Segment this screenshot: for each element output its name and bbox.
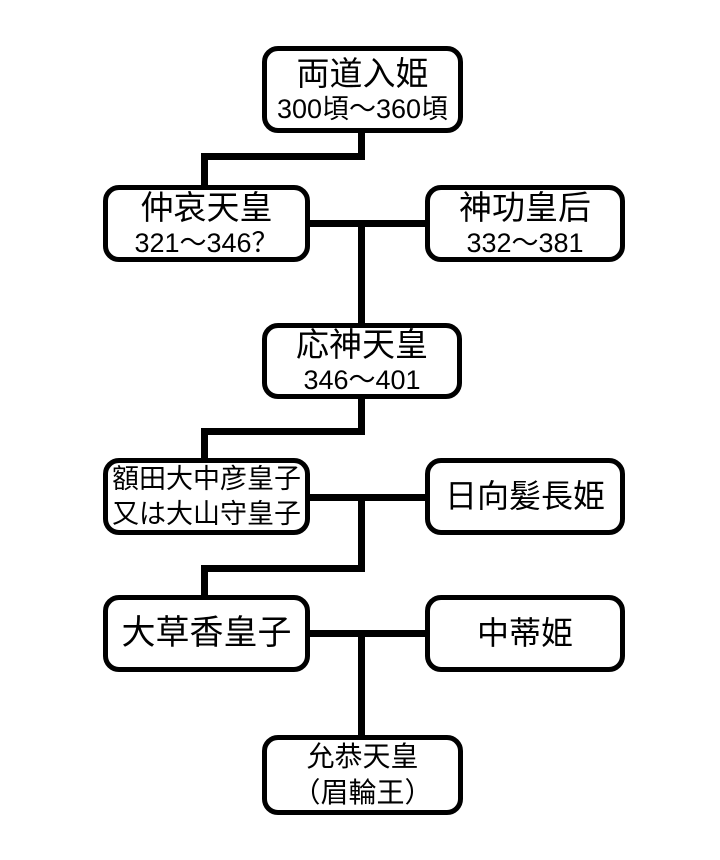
connector-drop-to-nukata [201, 428, 208, 462]
node-name: 大草香皇子 [121, 614, 292, 653]
node-nakashihime: 中蒂姫 [425, 595, 625, 672]
node-dates: 300頃～360頃 [276, 93, 449, 124]
node-name: 允恭天皇 [306, 740, 419, 772]
node-name-alt: （眉輪王） [292, 777, 433, 808]
connector-drop-to-chuai [201, 153, 208, 189]
node-name-alt: 又は大山守皇子 [112, 498, 301, 529]
connector-drop-ojin [358, 395, 365, 435]
node-ingyo-tenno: 允恭天皇 （眉輪王） [262, 735, 463, 815]
connector-drop-from-marriage-2 [358, 494, 365, 572]
node-okusaka: 大草香皇子 [103, 595, 310, 672]
node-jingu-kogo: 神功皇后 332～381 [425, 185, 625, 262]
connector-elbow-to-okusaka [201, 565, 365, 572]
node-ojin-tenno: 応神天皇 346～401 [262, 323, 462, 399]
connector-marriage-nukata-kaminagahime [305, 494, 430, 501]
connector-marriage-chuai-jingu [300, 220, 430, 227]
node-nukata-onakatsuhiko: 額田大中彦皇子 又は大山守皇子 [103, 458, 310, 535]
node-name: 応神天皇 [296, 326, 428, 364]
node-name: 額田大中彦皇子 [112, 463, 301, 494]
node-chuai-tenno: 仲哀天皇 321～346？ [103, 185, 310, 262]
connector-drop-to-ojin [358, 220, 365, 328]
connector-drop-to-ingyo [358, 630, 365, 738]
node-dates: 332～381 [466, 227, 584, 258]
node-dates: 346～401 [303, 365, 421, 396]
node-name: 神功皇后 [459, 188, 591, 226]
node-name: 両道入姫 [296, 54, 429, 92]
connector-drop-futajiirihime [358, 128, 365, 160]
node-dates: 321～346？ [134, 227, 279, 258]
node-name: 中蒂姫 [476, 614, 573, 651]
connector-elbow-futajiirihime-chuai [201, 153, 365, 160]
connector-elbow-ojin-nukata [201, 428, 365, 435]
connector-marriage-okusaka-nakashihime [300, 630, 430, 637]
node-futajiirihime: 両道入姫 300頃～360頃 [262, 46, 463, 133]
node-kaminagahime: 日向髪長姫 [425, 458, 625, 535]
node-name: 仲哀天皇 [140, 188, 273, 226]
connector-drop-to-okusaka [201, 565, 208, 599]
node-name: 日向髪長姫 [444, 477, 605, 514]
